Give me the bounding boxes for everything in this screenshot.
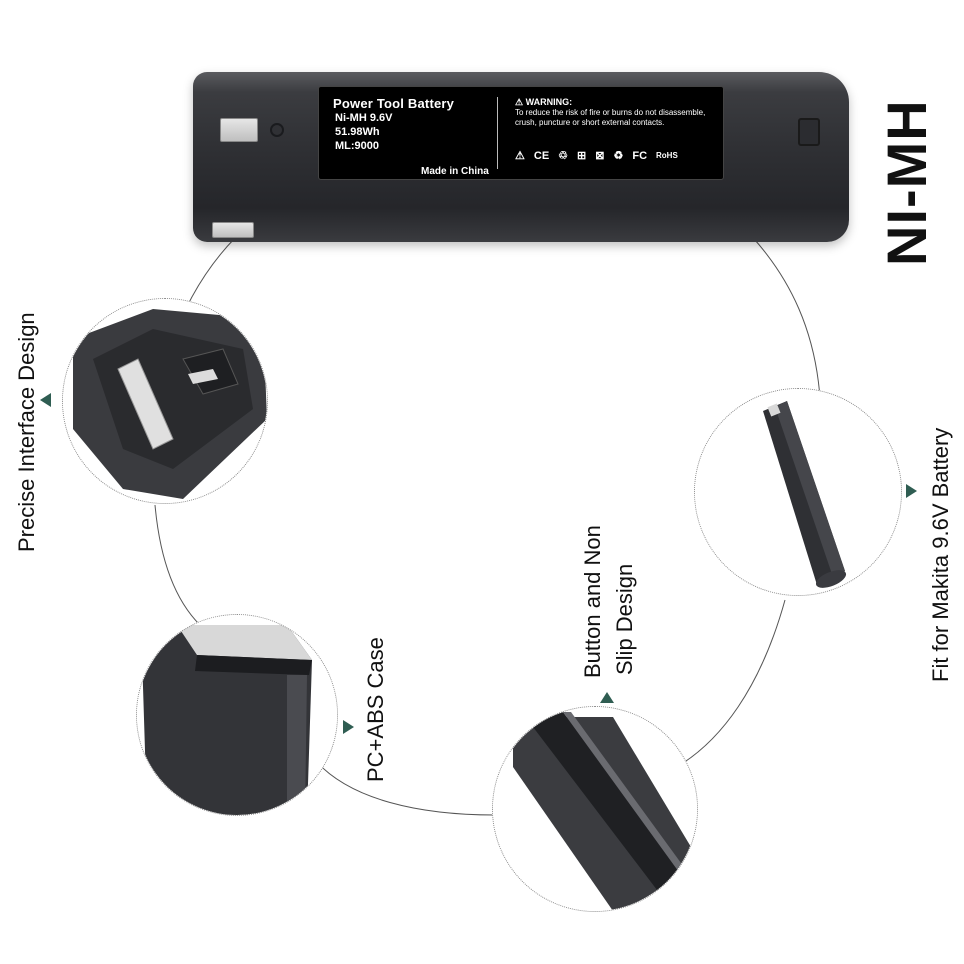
detail-case bbox=[136, 614, 338, 816]
detail-fit bbox=[694, 388, 902, 596]
arrow-right-icon bbox=[906, 484, 917, 498]
arrow-up-icon bbox=[600, 692, 614, 703]
label-warning: ⚠ WARNING: To reduce the risk of fire or… bbox=[515, 97, 715, 162]
ce-mark-icon: CE bbox=[533, 150, 550, 162]
sort-bin-icon: ⊞ bbox=[577, 150, 587, 162]
certification-icons: ⚠ CE ♲ ⊞ ⊠ ♻ FC RoHS bbox=[515, 149, 678, 163]
button-closeup-image bbox=[493, 707, 697, 911]
recycle-icon: ♻ bbox=[613, 150, 624, 162]
battery-contact-tab bbox=[220, 118, 258, 142]
arrow-left-icon bbox=[40, 393, 51, 407]
detail-button bbox=[492, 706, 698, 912]
battery-end-slot bbox=[798, 118, 820, 146]
battery-full-image bbox=[695, 389, 901, 595]
warning-triangle-icon: ⚠ bbox=[515, 97, 524, 107]
battery-latch-hole bbox=[270, 123, 284, 137]
label-divider bbox=[497, 97, 498, 169]
warning-triangle-icon: ⚠ bbox=[515, 150, 525, 162]
label-spec-voltage: Ni-MH 9.6V bbox=[335, 112, 393, 124]
label-title: Power Tool Battery bbox=[333, 96, 455, 111]
pb-recycle-icon: ♲ bbox=[558, 150, 569, 162]
rohs-mark: RoHS bbox=[656, 151, 678, 160]
detail-interface bbox=[62, 298, 268, 504]
interface-closeup-image bbox=[63, 299, 267, 503]
label-specs: Power Tool Battery Ni-MH 9.6V 51.98Wh ML… bbox=[333, 96, 493, 177]
label-spec-model: ML:9000 bbox=[335, 140, 380, 152]
label-made-in: Made in China bbox=[421, 166, 489, 177]
fc-mark-icon: FC bbox=[632, 150, 648, 162]
case-closeup-image bbox=[137, 615, 337, 815]
warning-text: To reduce the risk of fire or burns do n… bbox=[515, 108, 706, 127]
battery-label: Power Tool Battery Ni-MH 9.6V 51.98Wh ML… bbox=[318, 86, 724, 180]
crossed-bin-icon: ⊠ bbox=[595, 150, 605, 162]
arrow-right-icon bbox=[343, 720, 354, 734]
battery-contact-tab-lower bbox=[212, 222, 254, 238]
warning-title: WARNING: bbox=[525, 97, 573, 107]
warning-heading: ⚠ WARNING: bbox=[515, 97, 715, 107]
label-spec-energy: 51.98Wh bbox=[335, 126, 380, 138]
